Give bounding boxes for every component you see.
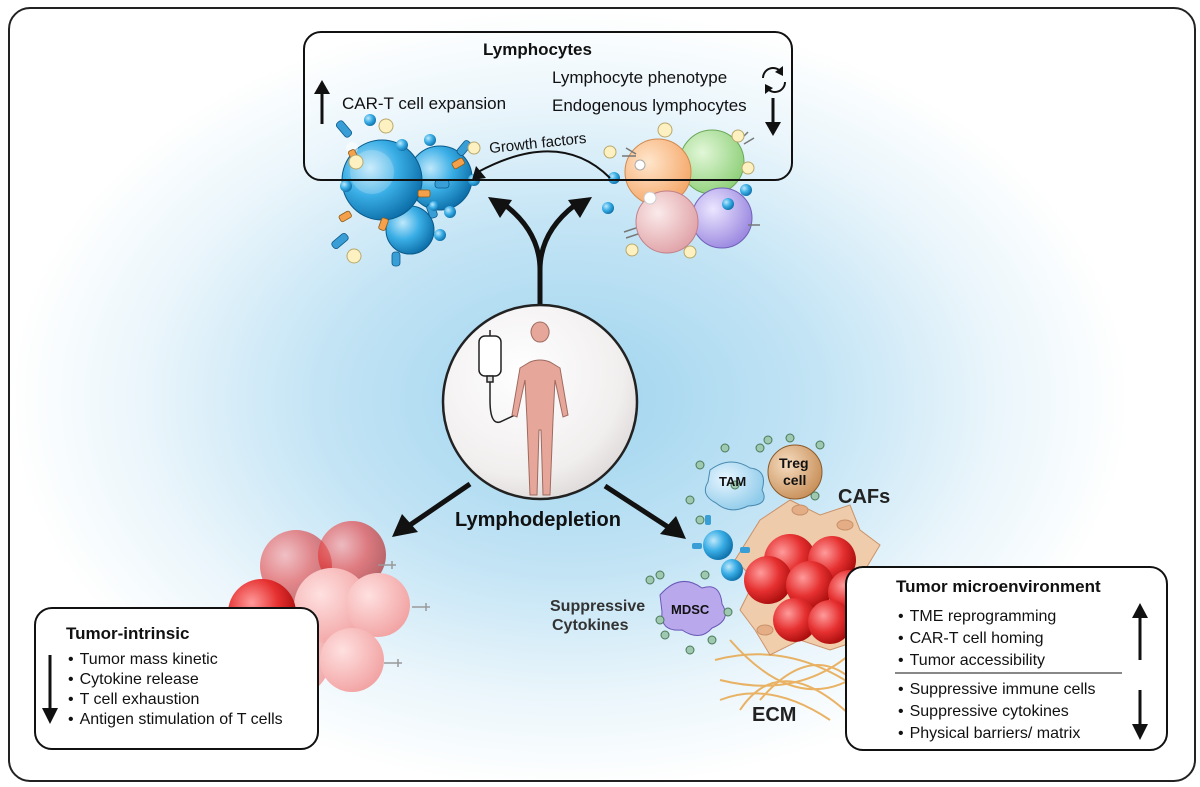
list-item: Antigen stimulation of T cells: [68, 710, 283, 730]
list-item: Tumor accessibility: [898, 650, 1056, 672]
list-item: Tumor mass kinetic: [68, 650, 283, 670]
lymphocyte-phenotype-label: Lymphocyte phenotype: [552, 68, 728, 87]
arrow-tumor-intrinsic: [408, 481, 472, 528]
tme-car-t-cells: [692, 515, 750, 581]
suppressive-cytokines-label-2: Cytokines: [552, 617, 629, 634]
endogenous-lymphocytes-label: Endogenous lymphocytes: [552, 96, 747, 115]
treg-label-line1: Treg: [779, 455, 809, 471]
human-silhouette-icon: [511, 321, 569, 496]
mdsc-cell: [659, 580, 726, 636]
suppressive-cytokines: [645, 433, 825, 655]
treg-cell: [767, 444, 823, 500]
list-item: Cytokine release: [68, 670, 283, 690]
treg-label-line2: cell: [783, 472, 807, 488]
mdsc-label: MDSC: [671, 602, 710, 617]
lymphocytes-box: [303, 31, 793, 181]
tme-title: Tumor microenvironment: [896, 577, 1101, 596]
ecm-label: ECM: [752, 704, 797, 726]
list-item: CAR-T cell homing: [898, 628, 1056, 650]
tumor-intrinsic-title: Tumor-intrinsic: [66, 624, 190, 643]
arrow-right-head: [568, 197, 592, 218]
arrow-tme: [603, 483, 670, 530]
list-item: Physical barriers/ matrix: [898, 723, 1095, 745]
lymphodepletion-label: Lymphodepletion: [455, 509, 621, 531]
tme-down-list: Suppressive immune cells Suppressive cyt…: [898, 679, 1096, 745]
lymphocytes-title: Lymphocytes: [483, 40, 592, 59]
tumor-intrinsic-list: Tumor mass kinetic Cytokine release T ce…: [68, 650, 283, 730]
list-item: Suppressive cytokines: [898, 701, 1095, 723]
tam-label: TAM: [719, 474, 747, 489]
list-item: Suppressive immune cells: [898, 679, 1096, 701]
list-item: TME reprogramming: [898, 606, 1057, 628]
branch-arrows: [503, 203, 577, 315]
suppressive-cytokines-label-1: Suppressive: [550, 598, 646, 615]
tme-up-list: TME reprogramming CAR-T cell homing Tumo…: [898, 606, 1057, 672]
list-item: T cell exhaustion: [68, 690, 283, 710]
endogenous-lymphocyte-cluster: [602, 122, 760, 259]
arrow-left-head: [488, 197, 512, 218]
cafs-label: CAFs: [838, 486, 891, 508]
car-t-expansion-label: CAR-T cell expansion: [342, 94, 507, 113]
iv-bag-icon: [478, 330, 516, 424]
